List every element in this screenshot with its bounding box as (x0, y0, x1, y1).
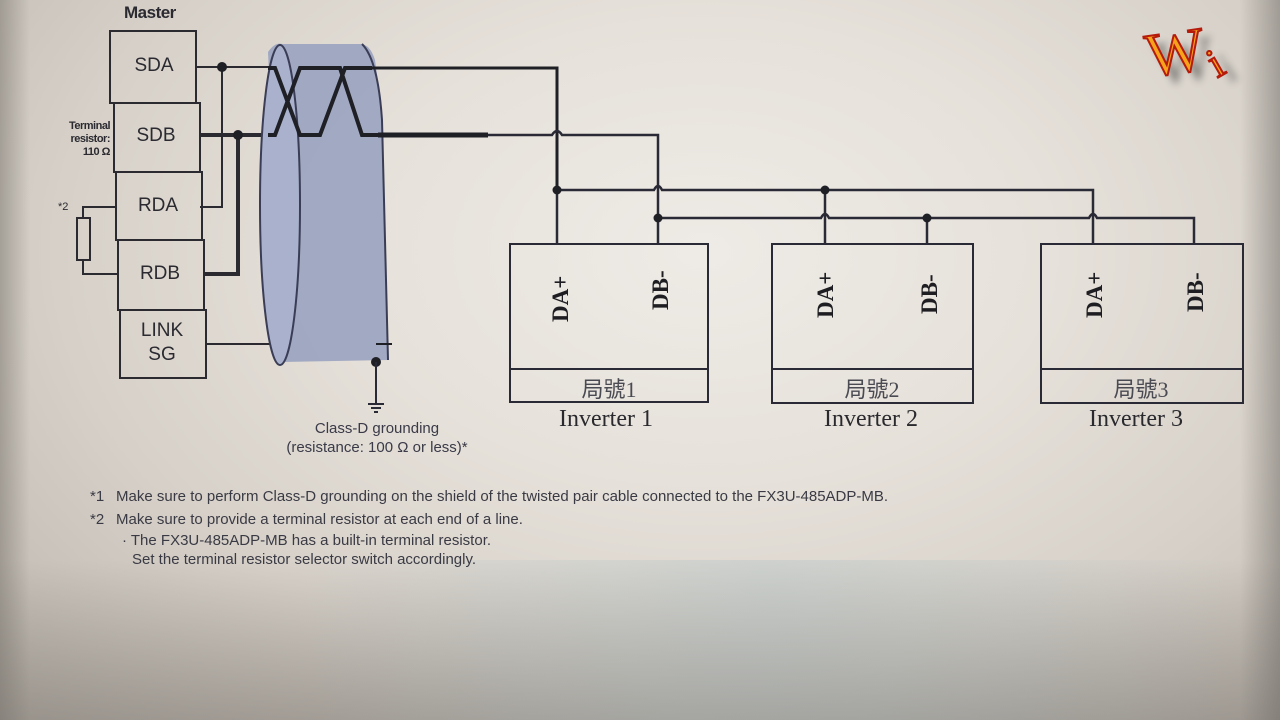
inverter-3-station: 局號3 (1113, 377, 1169, 402)
footnote-1-text: Make sure to perform Class-D grounding o… (116, 488, 889, 505)
terminal-sdb: SDB (136, 125, 176, 146)
footnote-2: *2 Make sure to provide a terminal resis… (90, 508, 888, 531)
footnote-1-marker: *1 (90, 488, 105, 505)
junction-dot (233, 130, 243, 140)
screen-edge-right (1240, 0, 1280, 720)
inverter-2-pin-da: DA+ (813, 271, 838, 318)
terminal-resistor-line1: Terminal (68, 120, 111, 132)
footnote-2-sub-1: · The FX3U-485ADP-MB has a built-in term… (122, 532, 492, 549)
terminal-resistor-line2: resistor: (70, 133, 110, 145)
inverter-3-pin-db: DB- (1183, 272, 1208, 312)
inverter-2-pin-db: DB- (917, 274, 942, 314)
footnote-1: *1 Make sure to perform Class-D groundin… (90, 485, 888, 508)
terminal-sda: SDA (134, 55, 174, 76)
footnote-2-text: Make sure to provide a terminal resistor… (116, 511, 523, 528)
footnotes: *1 Make sure to perform Class-D groundin… (90, 485, 888, 569)
terminal-rda: RDA (137, 195, 179, 216)
note-marker-2: *2 (58, 201, 69, 213)
inverter-1-station: 局號1 (581, 377, 637, 402)
terminal-resistor-symbol (76, 206, 118, 275)
ground-label: Class-D grounding (resistance: 100 Ω or … (262, 419, 492, 457)
master-title: Master (124, 3, 176, 22)
rs485-bus (555, 184, 1196, 244)
junction-dot (217, 62, 227, 72)
inverter-1-pin-db: DB- (648, 270, 673, 310)
inverter-3-name: Inverter 3 (1089, 406, 1183, 432)
inverter-1-pin-da: DA+ (548, 275, 573, 322)
inverter-2-name: Inverter 2 (824, 406, 918, 432)
inverter-2-station: 局號2 (844, 377, 900, 402)
screen-edge-left (0, 0, 30, 720)
terminal-resistor-value: 110 Ω (82, 146, 111, 158)
terminal-resistor-label: Terminal resistor: 110 Ω (44, 120, 111, 159)
inverter-3-pin-da: DA+ (1082, 271, 1107, 318)
ground-label-line1: Class-D grounding (314, 420, 440, 437)
ground-label-line2: (resistance: 100 Ω or less)* (286, 439, 468, 456)
screen-moire (0, 560, 1280, 720)
shielded-cable (259, 43, 660, 413)
terminal-sg: SG (148, 344, 176, 365)
terminal-rdb: RDB (139, 263, 181, 284)
inverter-3-box (1040, 243, 1244, 404)
footnote-2-sub-2: Set the terminal resistor selector switc… (132, 551, 477, 568)
inverter-1-box (509, 243, 709, 403)
inverter-2-box (771, 243, 974, 404)
inverter-1-name: Inverter 1 (559, 406, 653, 432)
footnote-2-marker: *2 (90, 511, 105, 528)
watermark-logo: W (1140, 14, 1209, 91)
terminal-link: LINK (140, 320, 184, 341)
